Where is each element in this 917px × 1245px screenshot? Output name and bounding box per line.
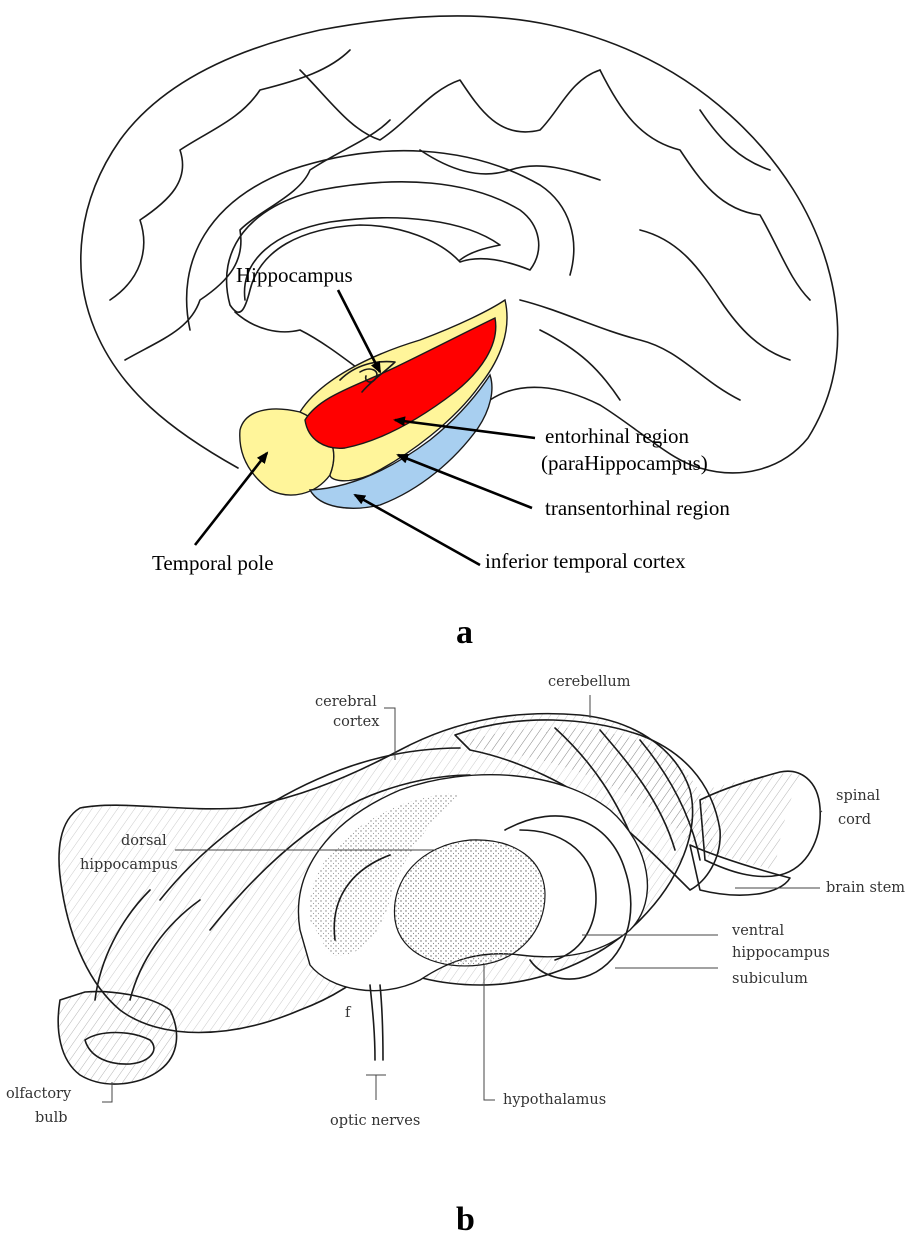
label-ventral: ventral (731, 923, 785, 939)
label-fornix: f (345, 1005, 352, 1021)
arrow-temporal-pole (195, 453, 267, 545)
panel-b-rat-brain: cerebral cortex cerebellum spinal cord d… (6, 674, 905, 1238)
arrow-inferior-temporal (355, 495, 480, 565)
label-optic-nerves: optic nerves (330, 1113, 420, 1129)
label-spinal: spinal (836, 788, 880, 804)
gyrus-line (300, 70, 600, 140)
label-hippocampus: Hippocampus (236, 263, 353, 287)
label-hypothalamus: hypothalamus (503, 1092, 606, 1108)
label-transentorhinal: transentorhinal region (545, 496, 730, 520)
corpus-callosum-inner (245, 218, 500, 300)
leader-cerebral-cortex (384, 708, 395, 760)
leader-olfactory-bulb (102, 1082, 112, 1102)
optic-nerve (370, 985, 375, 1060)
label-bulb: bulb (35, 1110, 68, 1126)
label-olfactory: olfactory (6, 1086, 72, 1102)
panel-a-medial-brain: Hippocampus entorhinal region (paraHippo… (81, 16, 838, 651)
gyrus-line (600, 70, 810, 300)
gyrus-line (125, 120, 390, 360)
label-cord: cord (838, 812, 871, 828)
septum (235, 312, 360, 370)
arrow-hippocampus (338, 290, 380, 372)
optic-nerve-2 (380, 985, 383, 1060)
olfactory-shading (58, 992, 176, 1084)
label-temporal-pole: Temporal pole (152, 551, 274, 575)
gyrus-line (640, 230, 790, 360)
label-inferior-temporal: inferior temporal cortex (485, 549, 686, 573)
label-brain-stem: brain stem (826, 880, 905, 896)
label-cerebral: cerebral (315, 694, 377, 710)
panel-a-label: a (456, 614, 473, 651)
leader-optic-nerves (366, 1075, 386, 1100)
label-entorhinal-1: entorhinal region (545, 424, 690, 448)
label-cerebellum: cerebellum (548, 674, 631, 690)
label-subiculum: subiculum (732, 971, 808, 987)
label-cortex: cortex (333, 714, 379, 730)
label-ventral-hippocampus: hippocampus (732, 945, 830, 961)
label-dorsal: dorsal (121, 833, 167, 849)
cingulate-line (187, 151, 574, 330)
gyrus-line (420, 150, 600, 180)
label-dorsal-hippocampus: hippocampus (80, 857, 178, 873)
panel-b-label: b (456, 1201, 475, 1238)
gyrus-line (520, 300, 740, 400)
label-entorhinal-2: (paraHippocampus) (541, 451, 708, 475)
